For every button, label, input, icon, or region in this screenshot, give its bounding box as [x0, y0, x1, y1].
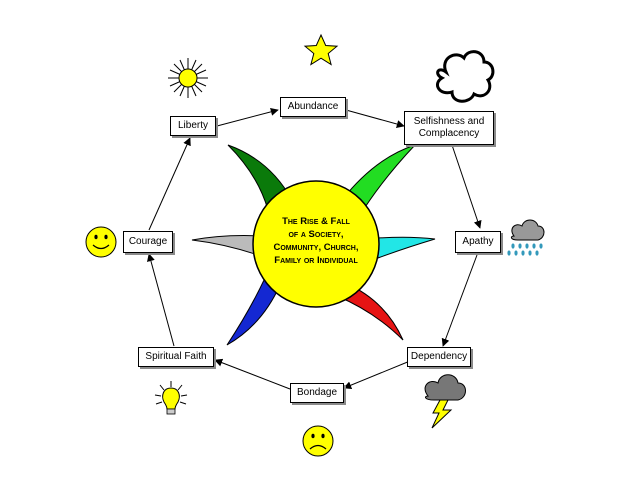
- stage-bondage: Bondage: [290, 383, 344, 403]
- arrow-spiritual-courage: [147, 253, 175, 347]
- ray-gray: [191, 235, 263, 256]
- sun-icon: [168, 58, 208, 98]
- diagram-title: The Rise & Fall of a Society, Community,…: [257, 215, 375, 267]
- ray-cyan: [377, 236, 436, 259]
- cloud-icon: [436, 50, 495, 103]
- stage-apathy: Apathy: [455, 231, 501, 253]
- ray-red: [336, 282, 404, 341]
- star-icon: [303, 33, 339, 66]
- cycle-arrows: [147, 107, 482, 390]
- central-sun: [252, 180, 380, 308]
- title-line-2: of a Society,: [288, 229, 344, 240]
- arrow-bondage-spiritual: [214, 358, 291, 390]
- stage-selfishness: Selfishness and Complacency: [404, 111, 494, 145]
- arrow-apathy-dependency: [441, 254, 478, 347]
- stage-abundance: Abundance: [280, 97, 346, 117]
- arrow-dependency-bondage: [343, 360, 411, 389]
- rain-cloud-icon: [507, 219, 545, 256]
- stage-dependency: Dependency: [407, 347, 471, 367]
- arrow-selfishness-apathy: [451, 144, 482, 229]
- storm-cloud-icon: [424, 374, 466, 429]
- sad-face-icon: [302, 425, 334, 457]
- ray-dark-green: [227, 144, 293, 211]
- stage-liberty: Liberty: [170, 116, 216, 136]
- title-line-3: Community, Church,: [273, 242, 359, 253]
- ray-blue: [226, 277, 281, 346]
- stage-spiritual-faith: Spiritual Faith: [138, 347, 214, 367]
- title-line-1: The Rise & Fall: [282, 216, 350, 227]
- smiley-face-icon: [85, 226, 117, 258]
- arrow-abundance-selfishness: [345, 109, 405, 128]
- arrow-courage-liberty: [148, 137, 191, 231]
- stage-courage: Courage: [123, 231, 173, 253]
- title-line-4: Family or Individual: [274, 255, 358, 266]
- light-bulb-icon: [154, 381, 188, 415]
- arrow-liberty-abundance: [216, 107, 279, 127]
- sun-rays: [191, 144, 436, 346]
- ray-green: [341, 144, 416, 216]
